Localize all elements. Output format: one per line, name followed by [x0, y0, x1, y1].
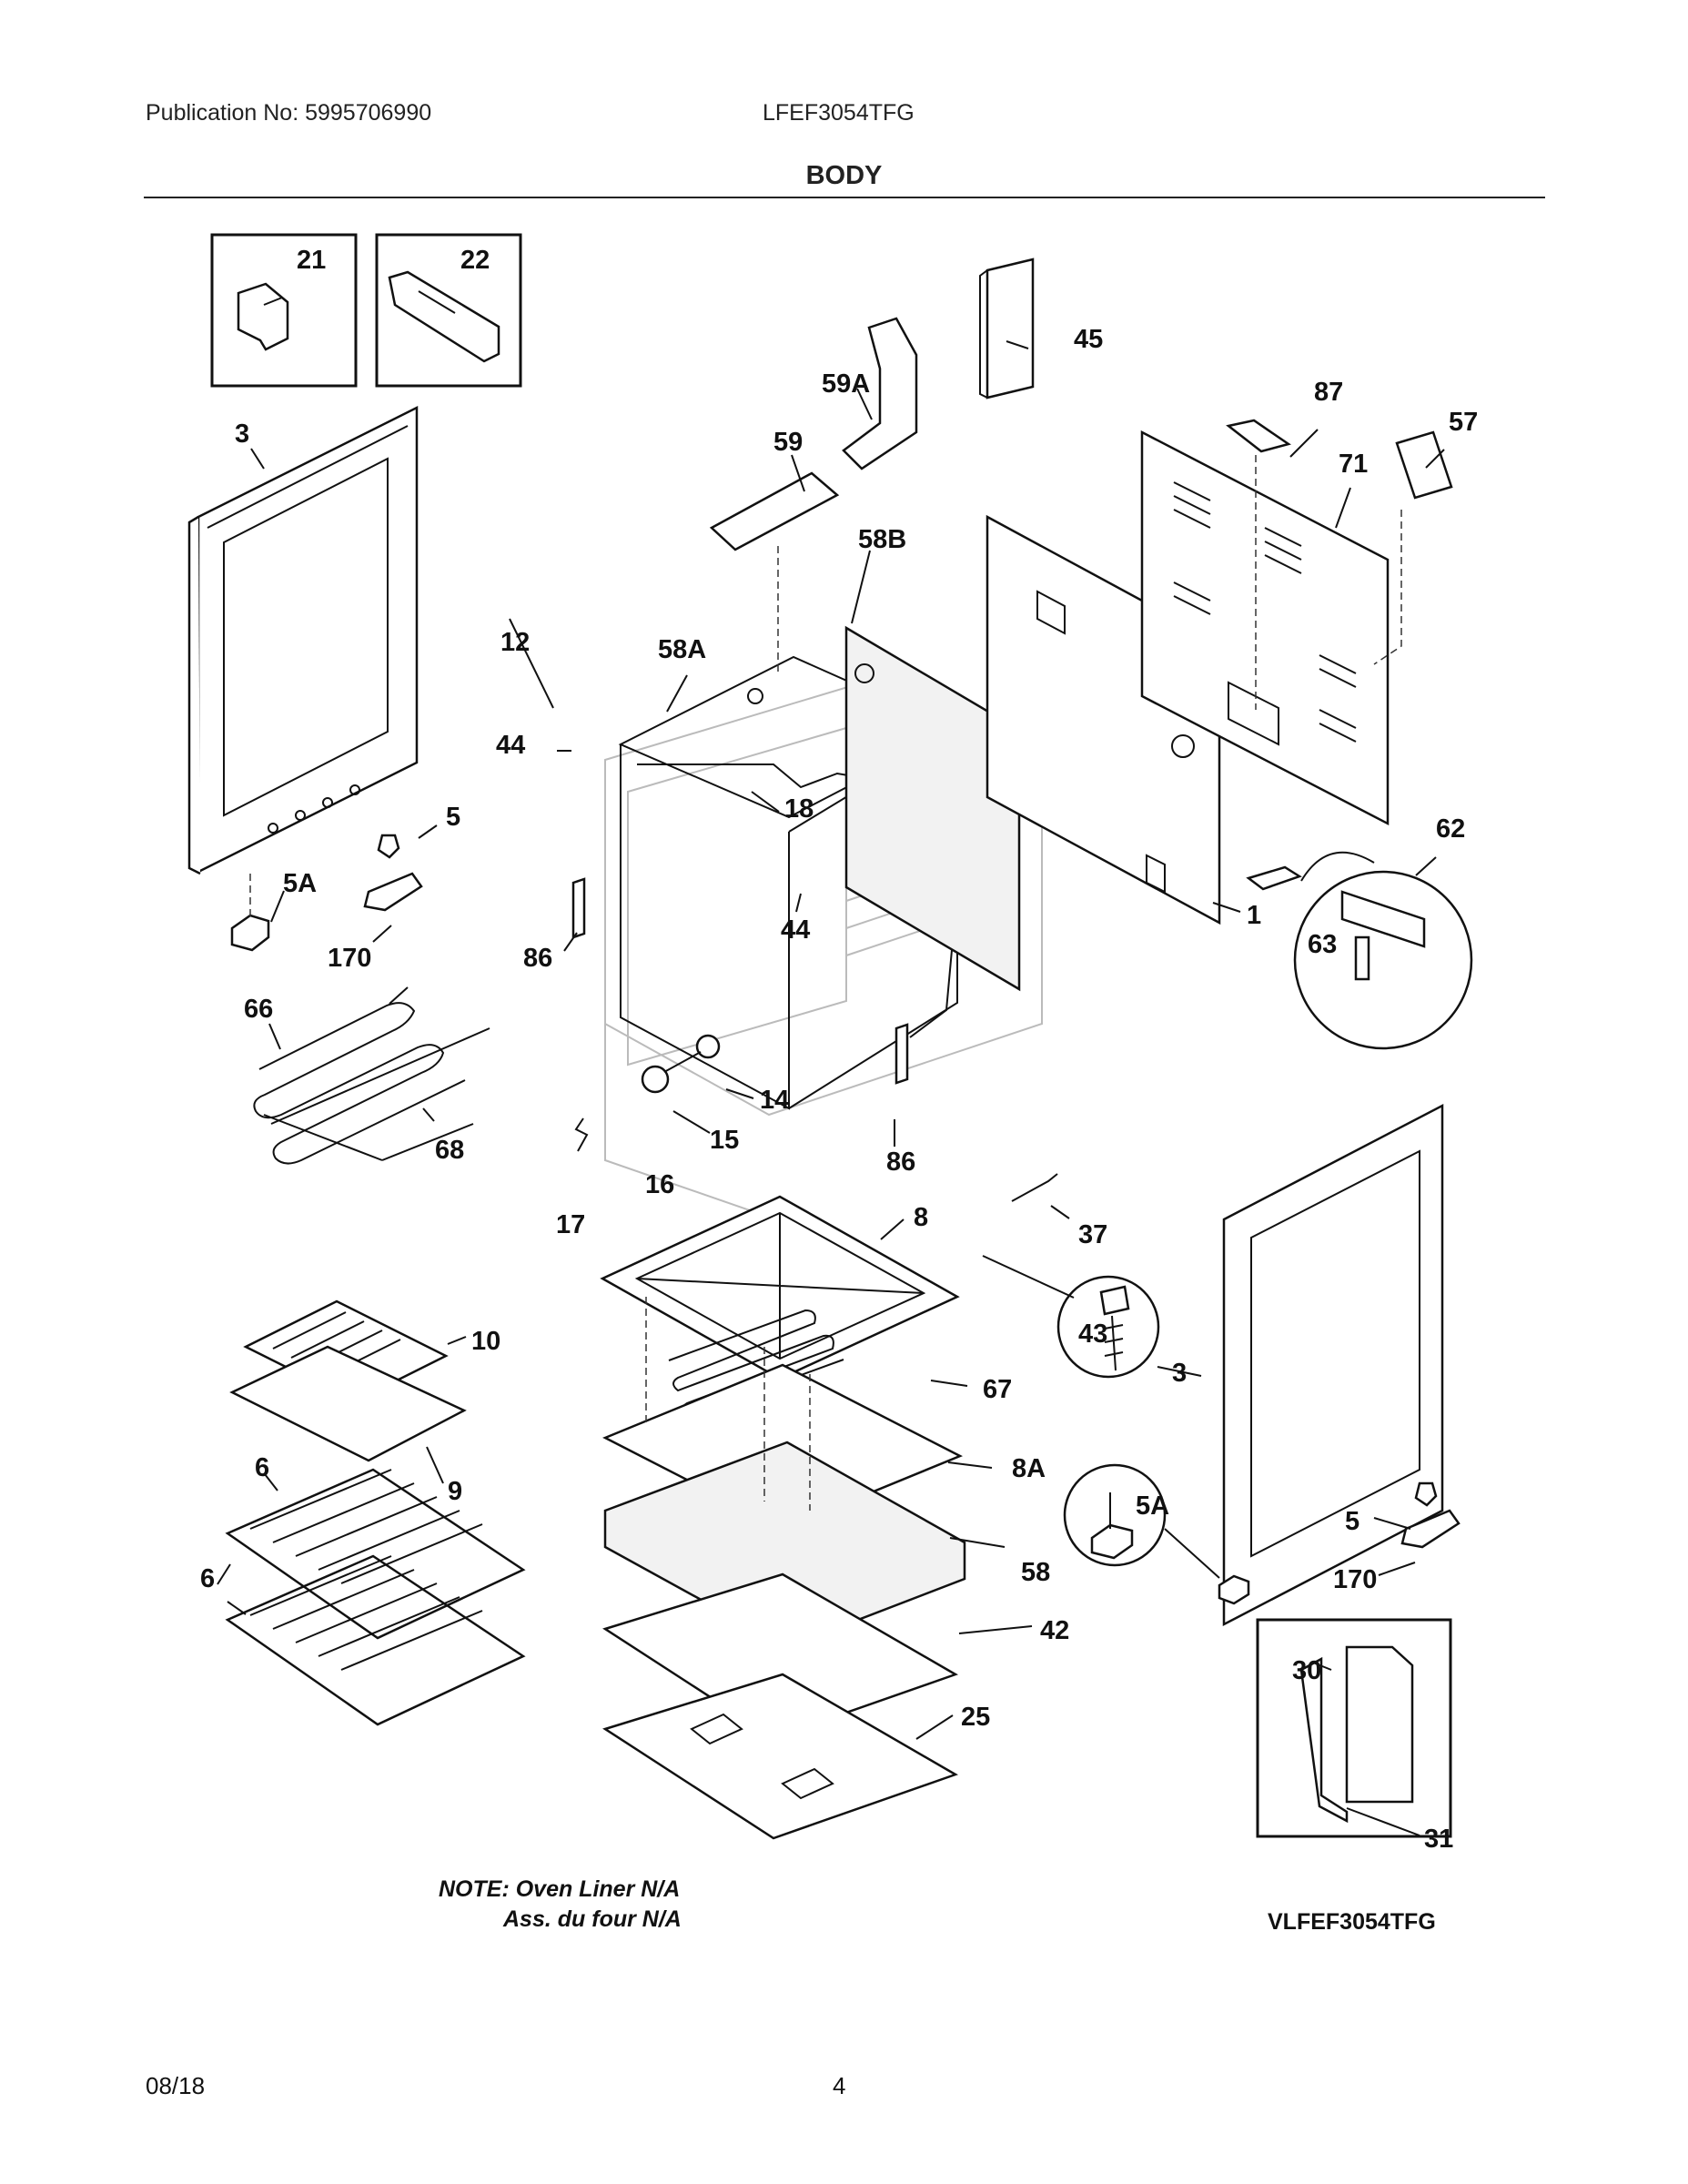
- page-title: BODY: [805, 161, 883, 190]
- callout-59: 59: [773, 428, 803, 457]
- callout-30: 30: [1292, 1656, 1321, 1685]
- bottom-shield-25: [602, 1673, 958, 1840]
- oven-bottom-8: [600, 1195, 960, 1380]
- page-number: 4: [833, 2072, 846, 2099]
- callout-170-right: 170: [1333, 1565, 1377, 1594]
- model-number: LFEF3054TFG: [763, 100, 915, 126]
- callout-8A: 8A: [1012, 1454, 1046, 1483]
- callout-66: 66: [244, 995, 273, 1024]
- left-side-panel: [187, 405, 419, 875]
- callout-5-right: 5: [1345, 1507, 1359, 1536]
- oven-rack-lower: [225, 1554, 526, 1726]
- hinge-receiver-left: [571, 877, 586, 939]
- oven-light: [641, 1034, 721, 1094]
- leveler-right: [1063, 1463, 1461, 1605]
- inset-part-22: [375, 233, 522, 388]
- footer-date: 08/18: [146, 2072, 206, 2099]
- callout-62: 62: [1436, 814, 1465, 844]
- callout-21: 21: [297, 246, 326, 275]
- callout-58A: 58A: [658, 635, 706, 664]
- bake-element: [253, 986, 490, 1165]
- callout-9: 9: [448, 1477, 462, 1506]
- screw-detail-43: [1056, 1275, 1160, 1379]
- callout-44-left: 44: [496, 731, 525, 760]
- terminal-detail-62: [1246, 851, 1473, 1050]
- callout-10: 10: [471, 1327, 500, 1356]
- vent-duct-59: [709, 471, 840, 551]
- leader-lines: [217, 340, 1445, 1836]
- cover-57: [1395, 430, 1453, 500]
- callout-71: 71: [1339, 450, 1368, 479]
- rear-shield: [1140, 430, 1390, 826]
- callout-5A-left: 5A: [283, 869, 317, 898]
- callout-22: 22: [460, 246, 490, 275]
- callout-18: 18: [784, 794, 814, 824]
- callout-12: 12: [500, 628, 530, 657]
- callout-8: 8: [914, 1203, 928, 1232]
- bracket-87: [1226, 419, 1291, 453]
- wire-17: [574, 1117, 589, 1152]
- callout-57: 57: [1449, 408, 1478, 437]
- callout-42: 42: [1040, 1616, 1069, 1645]
- callout-1: 1: [1247, 901, 1261, 930]
- callout-31: 31: [1424, 1825, 1453, 1854]
- callout-59A: 59A: [822, 369, 870, 399]
- diagram-code: VLFEF3054TFG: [1268, 1909, 1436, 1935]
- callout-37: 37: [1078, 1220, 1107, 1249]
- inset-part-30-31: [1256, 1618, 1452, 1838]
- right-side-panel: [1222, 1103, 1444, 1627]
- callout-6-top: 6: [255, 1453, 269, 1482]
- note-line-2: Ass. du four N/A: [503, 1906, 682, 1932]
- callout-16: 16: [645, 1170, 674, 1199]
- callout-170-left: 170: [328, 944, 371, 973]
- callout-87: 87: [1314, 378, 1343, 407]
- callout-86-left: 86: [523, 944, 552, 973]
- callout-43: 43: [1078, 1320, 1107, 1349]
- callout-45: 45: [1074, 325, 1103, 354]
- callout-67: 67: [983, 1375, 1012, 1404]
- callout-68: 68: [435, 1136, 464, 1165]
- oven-rack-upper: [225, 1468, 526, 1640]
- note-line-1: NOTE: Oven Liner N/A: [439, 1876, 681, 1902]
- callout-44-right: 44: [781, 915, 810, 945]
- wire-37: [1011, 1173, 1058, 1202]
- bottom-insulation-58: [603, 1441, 966, 1649]
- callout-15: 15: [710, 1126, 739, 1155]
- callout-3-right: 3: [1172, 1359, 1187, 1388]
- inset-part-21: [210, 233, 358, 388]
- callout-labels: 21 22 3 45 59A 59 87 57 71 58B 12 58A 44…: [200, 246, 1478, 1854]
- publication-number: Publication No: 5995706990: [146, 100, 432, 126]
- callout-5A-right: 5A: [1136, 1491, 1169, 1521]
- header-rule: [144, 197, 1545, 198]
- callout-14: 14: [760, 1086, 789, 1115]
- hinge-receiver-right: [895, 1023, 909, 1085]
- back-insulation: [844, 625, 1021, 992]
- callout-17: 17: [556, 1210, 585, 1239]
- callout-58B: 58B: [858, 525, 906, 554]
- callout-3-left: 3: [235, 420, 249, 449]
- callout-6-bottom: 6: [200, 1564, 215, 1593]
- callout-5-left: 5: [446, 803, 460, 832]
- callout-63: 63: [1308, 930, 1337, 959]
- leveler-left: [230, 834, 423, 952]
- callout-25: 25: [961, 1703, 990, 1732]
- vent-duct-45: [979, 258, 1035, 399]
- callout-86-right: 86: [886, 1148, 915, 1177]
- vent-duct-59A: [842, 317, 918, 470]
- callout-58: 58: [1021, 1558, 1050, 1587]
- broiler-pan-9: [229, 1345, 467, 1462]
